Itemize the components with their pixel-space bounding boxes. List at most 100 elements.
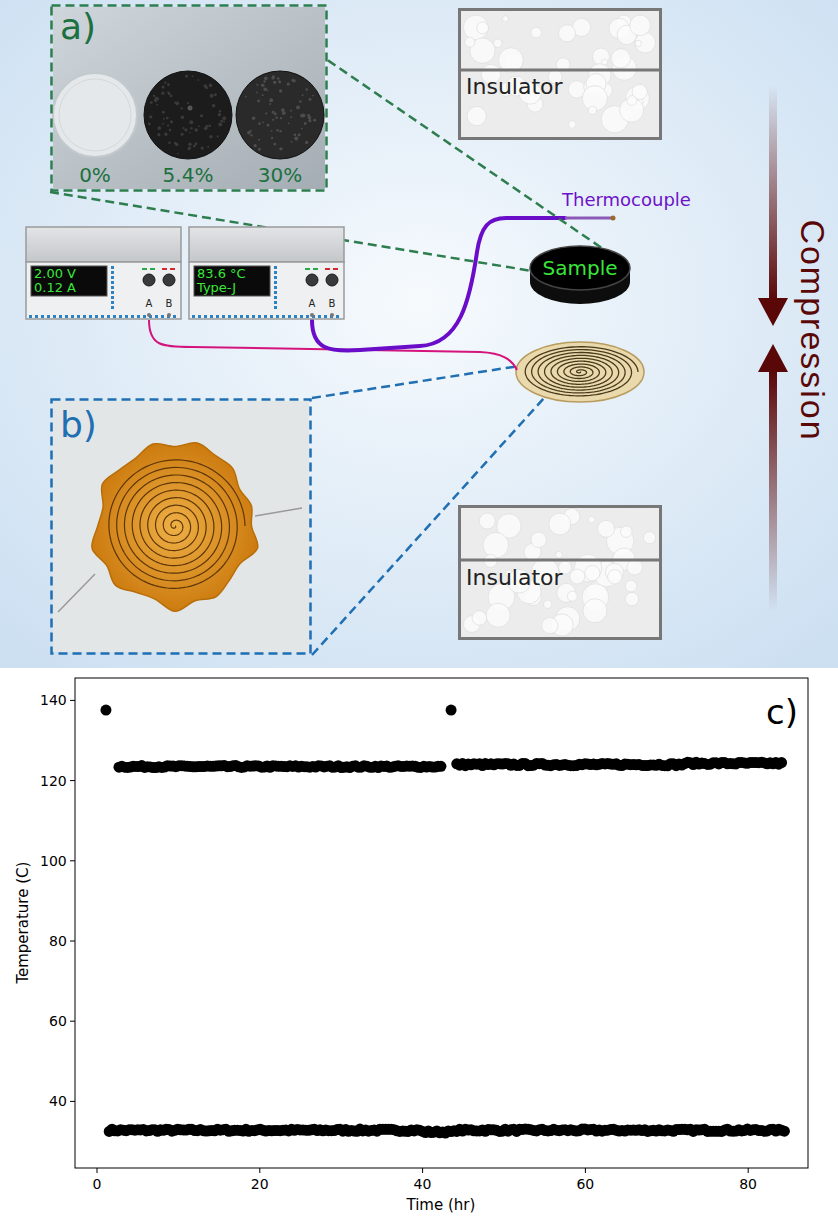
disc-texture [189, 147, 191, 149]
disc-texture [209, 84, 213, 88]
disc-texture [148, 123, 151, 126]
axis-title: Temperature (C) [15, 861, 32, 983]
sample-disc-black [144, 71, 232, 159]
heater-photo [92, 443, 258, 612]
disc-top [530, 246, 630, 290]
disc-texture [168, 141, 171, 144]
disc-texture [312, 95, 314, 97]
indicator-dot [198, 315, 201, 318]
indicator-dot [71, 315, 74, 318]
sample-disc-black [236, 71, 324, 159]
disc-texture [177, 153, 179, 155]
indicator-dot [264, 315, 267, 318]
disc-texture [287, 82, 290, 85]
marker-dash [162, 268, 167, 270]
disc-texture [257, 100, 260, 103]
insulator-pore [621, 526, 633, 538]
insulator-pore [611, 49, 630, 68]
display-readout: Type-J [197, 281, 236, 296]
tick-mark [70, 941, 75, 942]
disc-texture [277, 77, 280, 80]
disc-texture [290, 116, 292, 118]
indicator-dot [161, 315, 164, 318]
insulator-pore [549, 513, 571, 535]
indicator-dot [274, 286, 277, 289]
terminal [167, 313, 171, 317]
insulator-pore [627, 559, 643, 575]
disc-texture [288, 122, 290, 124]
indicator-dot [111, 296, 114, 299]
chart-background [0, 668, 838, 1225]
indicator-dot [65, 315, 68, 318]
disc-texture [201, 147, 204, 150]
insulator-pore [479, 513, 495, 529]
disc-texture [308, 98, 311, 101]
indicator-dot [111, 286, 114, 289]
disc-texture [274, 112, 277, 115]
tick-label: 80 [739, 1176, 757, 1192]
marker-dash [325, 268, 330, 270]
disc-texture [294, 134, 297, 137]
disc-texture [280, 117, 282, 119]
insulator-pore [625, 592, 638, 605]
disc-texture [170, 120, 173, 123]
disc-texture [182, 127, 184, 129]
disc-texture [187, 147, 190, 150]
indicator-dot [29, 315, 32, 318]
disc-texture [296, 105, 300, 109]
indicator-dot [216, 315, 219, 318]
disc-texture [189, 120, 193, 124]
percent-label: 0% [79, 164, 111, 187]
insulator-pore [588, 516, 595, 523]
indicator-dot [101, 315, 104, 318]
heater-spiral [109, 460, 245, 588]
insulator-pore [585, 565, 600, 580]
disc-texture [302, 94, 304, 96]
disc-texture [307, 114, 310, 117]
insulator-pore [531, 27, 542, 38]
disc-texture [209, 135, 212, 138]
disc-texture [154, 99, 158, 103]
panel-letter: c) [766, 693, 798, 732]
plot-frame [75, 678, 808, 1168]
disc-texture [279, 130, 281, 132]
arrow-head [758, 344, 788, 372]
disc-texture [258, 148, 261, 151]
panel-letter: a) [60, 6, 96, 47]
disc-texture [301, 128, 303, 130]
indicator-dot [125, 315, 128, 318]
disc-texture [249, 130, 251, 132]
disc-texture [222, 116, 226, 120]
insulator-pore [608, 570, 622, 584]
insulator-pore [465, 37, 475, 47]
insulator-pore [486, 603, 510, 627]
disc-texture [200, 114, 203, 117]
disc-texture [304, 122, 307, 125]
disc-texture [167, 124, 169, 126]
disc-texture [291, 141, 293, 143]
marker-dash [170, 268, 175, 270]
terminal [310, 313, 314, 317]
disc-texture [203, 84, 206, 87]
indicator-dot [274, 306, 277, 309]
disc-texture [166, 117, 169, 120]
disc-texture [265, 113, 267, 115]
thermometer: 83.6 °CType-JAB [188, 226, 345, 320]
data-point [435, 761, 446, 772]
disc-texture [189, 132, 191, 134]
disc-texture [217, 135, 219, 137]
disc-texture [291, 79, 294, 82]
heater-spiral [525, 347, 638, 396]
disc-texture [263, 80, 265, 82]
percent-label: 30% [258, 164, 302, 187]
disc-texture [275, 117, 278, 120]
disc-texture [169, 129, 172, 132]
insulator-pore [493, 39, 502, 48]
indicator-dot [95, 315, 98, 318]
sample-disc: Sample [528, 238, 632, 306]
disc-texture [220, 120, 223, 123]
sample-disc-clear [53, 73, 137, 157]
indicator-dot [111, 276, 114, 279]
tick-label: 80 [49, 933, 67, 949]
indicator-dot [318, 315, 321, 318]
